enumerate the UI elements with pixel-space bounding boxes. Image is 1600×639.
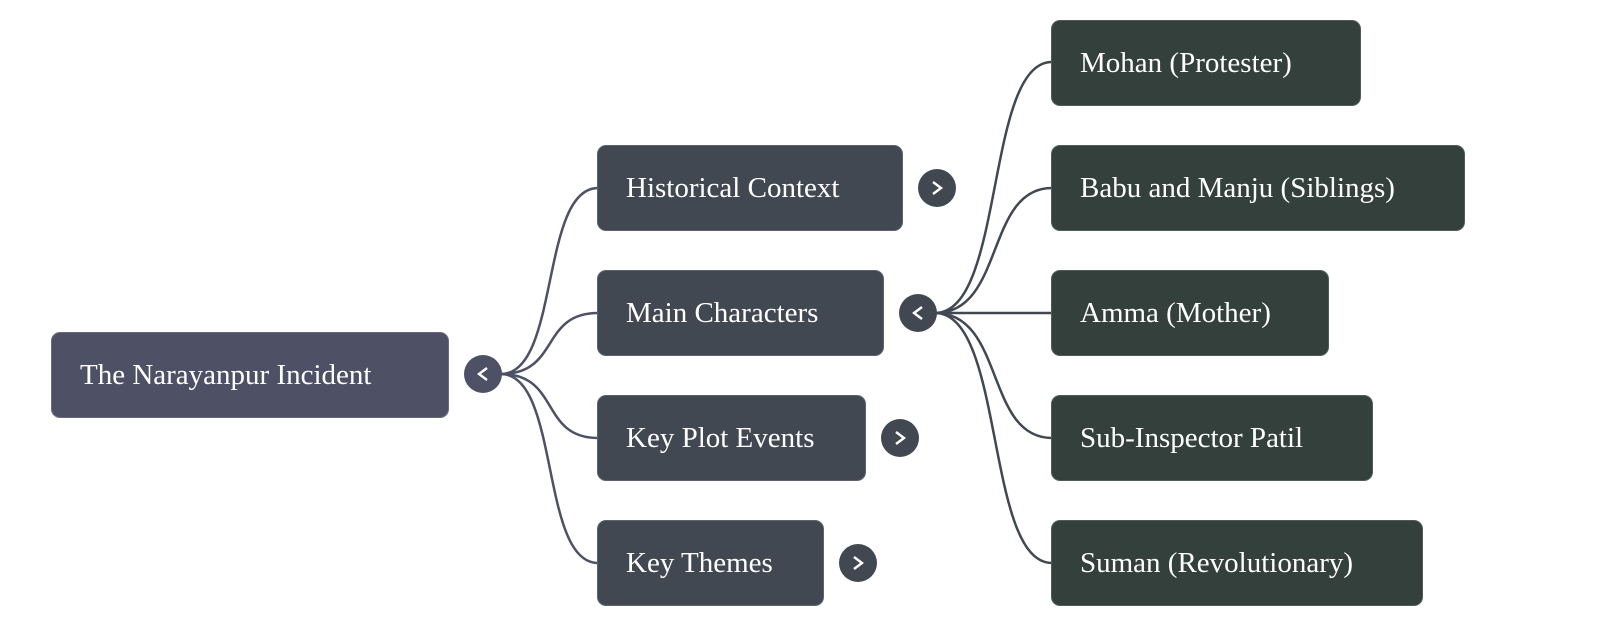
- edge-root-historical-context: [500, 186, 599, 376]
- edge-main-characters-patil: [934, 311, 1053, 440]
- edge-main-characters-suman: [934, 311, 1053, 565]
- leaf-label: Mohan (Protester): [1080, 46, 1292, 79]
- branch-node-historical-context[interactable]: Historical Context: [597, 145, 903, 231]
- leaf-node-amma[interactable]: Amma (Mother): [1051, 270, 1329, 356]
- branch-label: Key Plot Events: [626, 421, 815, 454]
- leaf-label: Babu and Manju (Siblings): [1080, 171, 1395, 204]
- root-collapse-toggle[interactable]: [464, 355, 502, 393]
- edge-root-key-themes: [500, 372, 599, 565]
- edge-main-characters-mohan: [934, 60, 1053, 315]
- branch-label: Key Themes: [626, 546, 773, 579]
- chevron-right-icon: [932, 181, 943, 195]
- leaf-node-mohan[interactable]: Mohan (Protester): [1051, 20, 1361, 106]
- chevron-right-icon: [895, 431, 906, 445]
- historical-context-expand-toggle[interactable]: [918, 169, 956, 207]
- chevron-left-icon: [477, 367, 488, 381]
- leaf-node-sub-inspector-patil[interactable]: Sub-Inspector Patil: [1051, 395, 1373, 481]
- chevron-right-icon: [853, 556, 864, 570]
- leaf-label: Sub-Inspector Patil: [1080, 421, 1304, 454]
- branch-node-key-plot-events[interactable]: Key Plot Events: [597, 395, 866, 481]
- root-node[interactable]: The Narayanpur Incident: [51, 332, 449, 418]
- main-characters-collapse-toggle[interactable]: [899, 294, 937, 332]
- branch-node-main-characters[interactable]: Main Characters: [597, 270, 884, 356]
- root-node-label: The Narayanpur Incident: [80, 358, 372, 391]
- branch-label: Main Characters: [626, 296, 819, 329]
- leaf-label: Suman (Revolutionary): [1080, 546, 1354, 579]
- leaf-node-suman[interactable]: Suman (Revolutionary): [1051, 520, 1423, 606]
- chevron-left-icon: [912, 306, 923, 320]
- key-plot-events-expand-toggle[interactable]: [881, 419, 919, 457]
- edge-main-characters-babu-manju: [934, 186, 1053, 315]
- edge-root-key-plot-events: [500, 372, 599, 440]
- key-themes-expand-toggle[interactable]: [839, 544, 877, 582]
- edge-root-main-characters: [500, 311, 599, 376]
- branch-node-key-themes[interactable]: Key Themes: [597, 520, 824, 606]
- leaf-label: Amma (Mother): [1080, 296, 1271, 329]
- leaf-node-babu-manju[interactable]: Babu and Manju (Siblings): [1051, 145, 1465, 231]
- branch-label: Historical Context: [626, 171, 840, 204]
